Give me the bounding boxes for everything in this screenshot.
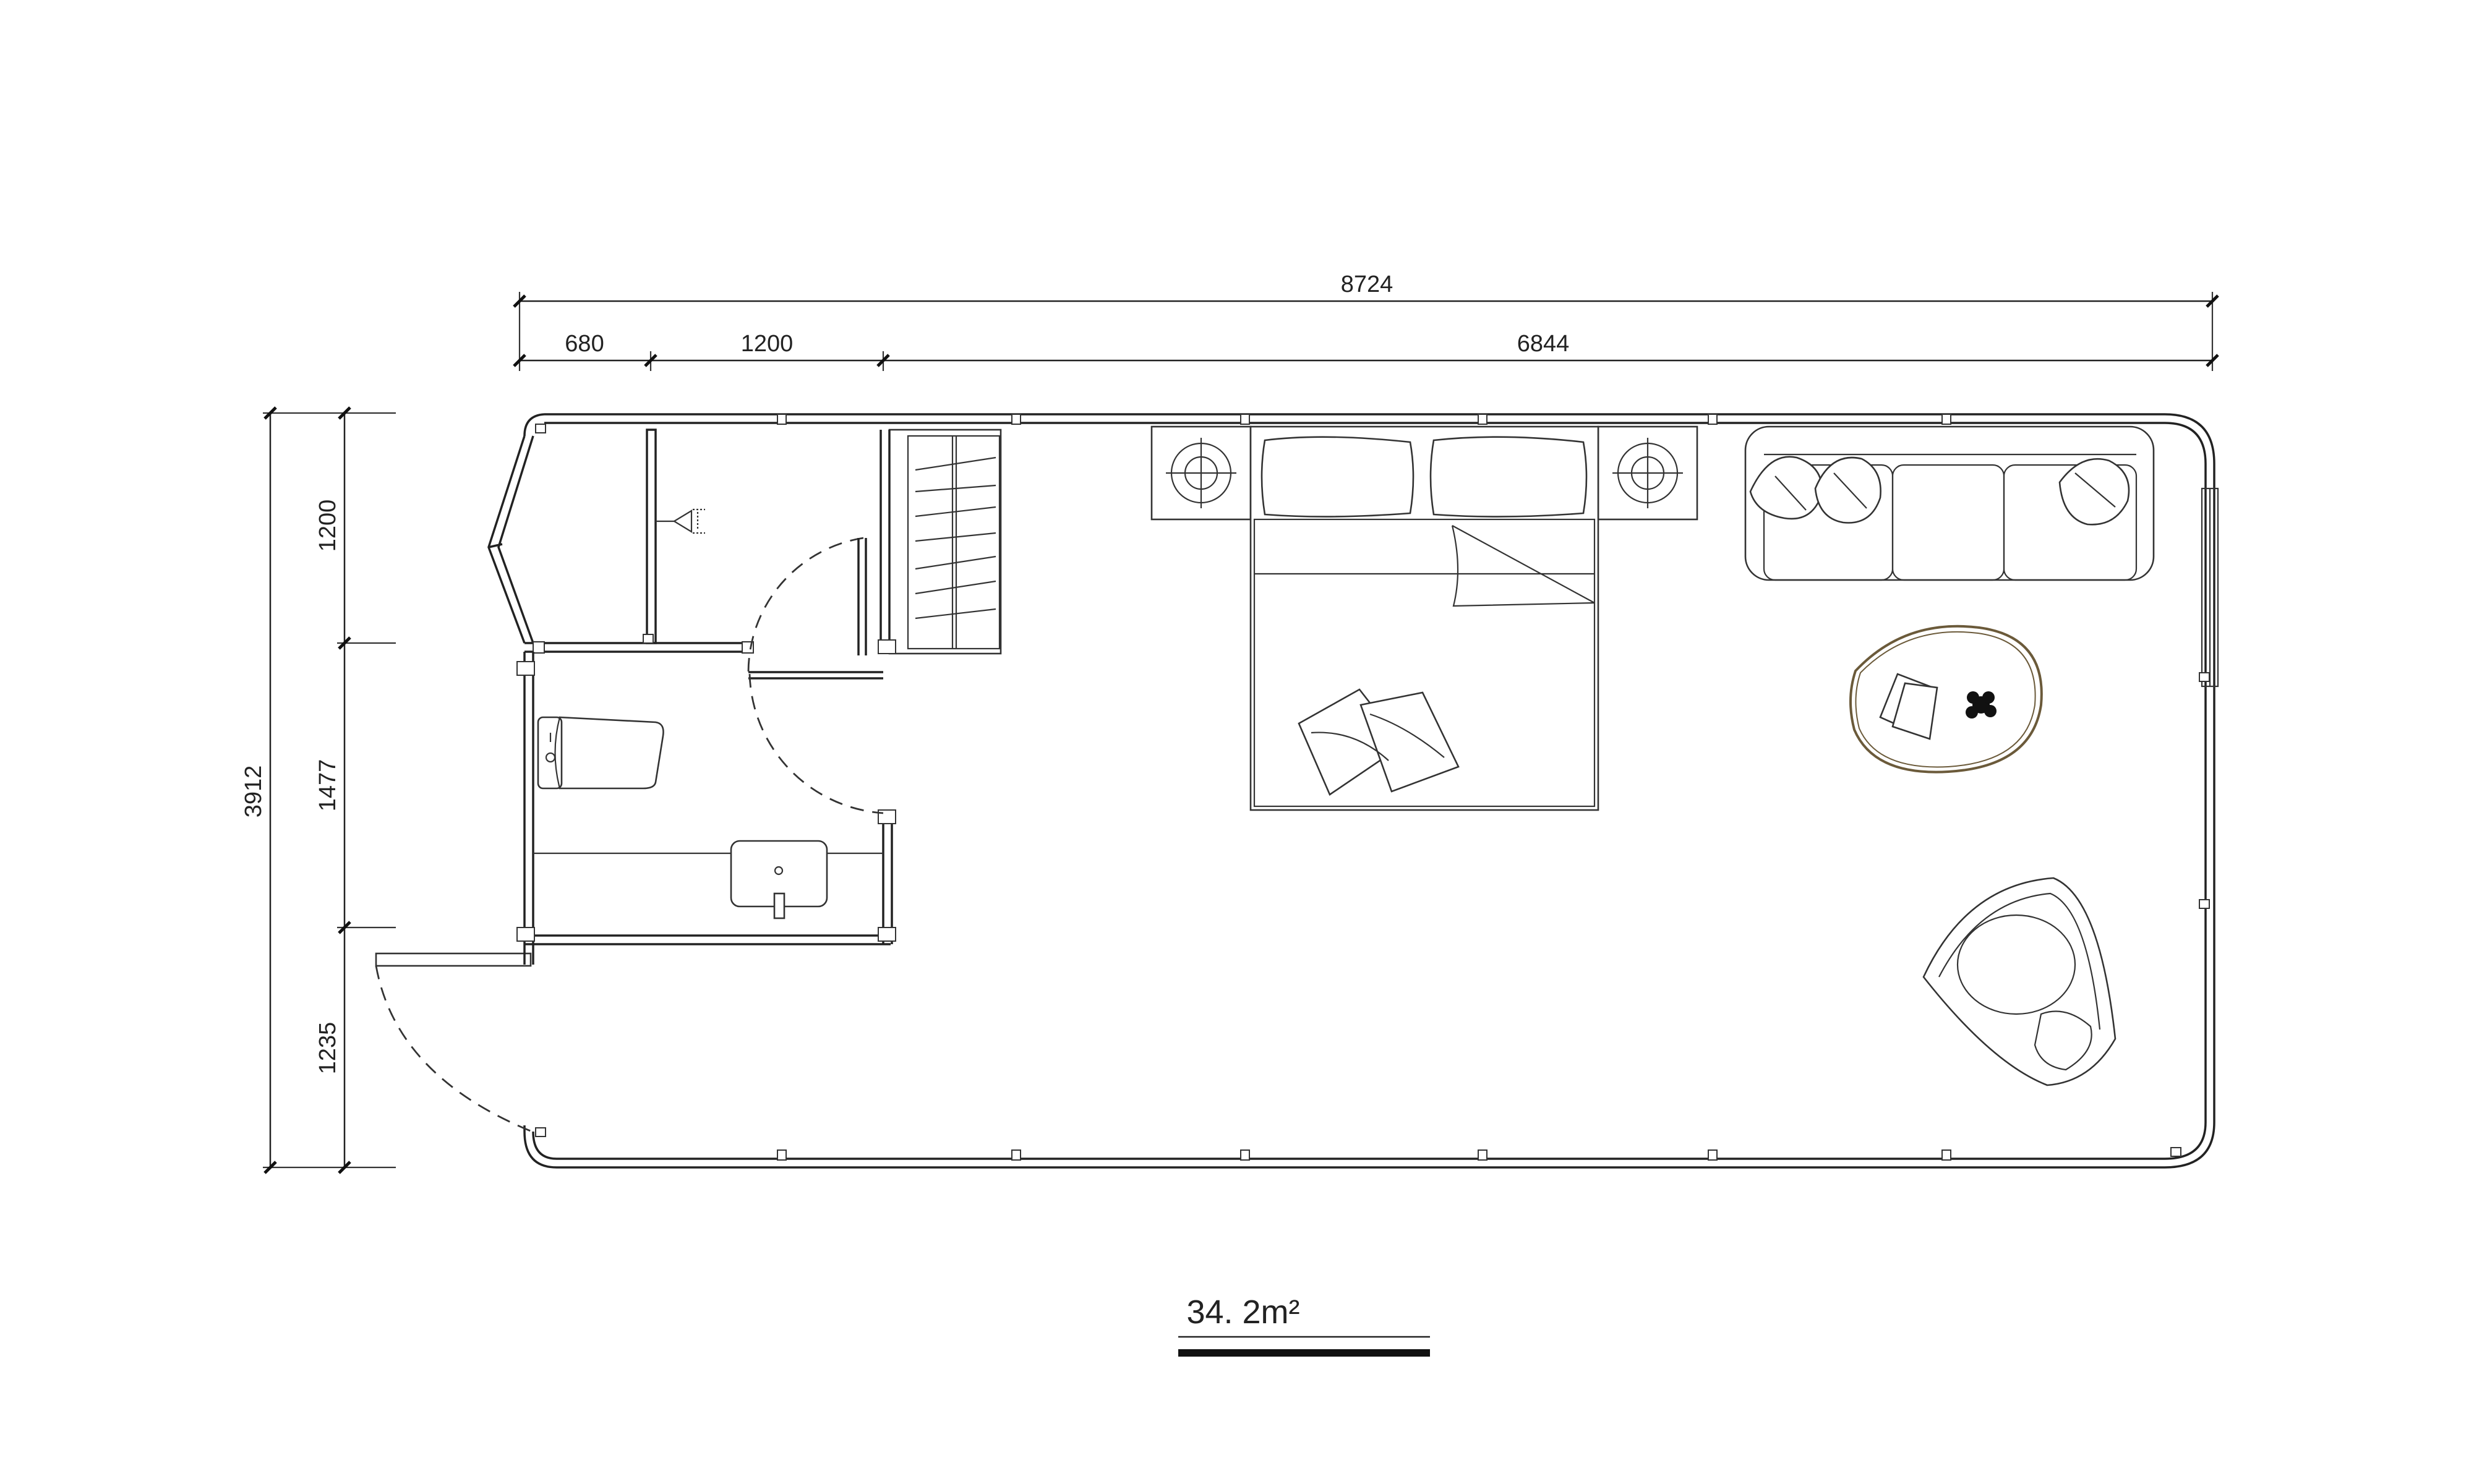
shower-room	[524, 429, 754, 654]
overall-depth-label: 3912	[241, 765, 267, 818]
sofa	[1744, 425, 2155, 581]
toilet-icon	[537, 716, 664, 790]
dimension-left-overall: 3912	[241, 406, 396, 1174]
shower-head-icon	[656, 508, 705, 534]
entrance-door	[375, 945, 534, 1133]
segment-3-label: 6844	[1517, 331, 1570, 357]
overall-width-label: 8724	[1341, 271, 1393, 297]
plant-icon	[1966, 691, 1997, 719]
nightstand-right	[1597, 425, 1698, 521]
depth-1-label: 1200	[315, 500, 341, 552]
shower-door	[747, 537, 867, 675]
entry-angled-wall	[487, 435, 534, 644]
depth-2-label: 1477	[315, 759, 341, 812]
exterior-walls	[523, 413, 2215, 1169]
segment-2-label: 1200	[741, 331, 794, 357]
area-label: 34. 2m²	[1186, 1294, 1299, 1331]
area-label-group: 34. 2m²	[1178, 1294, 1430, 1357]
coffee-table	[1849, 625, 2043, 774]
scale-bar	[1178, 1349, 1430, 1357]
wardrobe	[878, 429, 1002, 655]
bathroom-door	[748, 673, 884, 814]
double-bed	[1249, 425, 1599, 811]
bathroom-walls	[516, 652, 896, 945]
nightstand-left	[1150, 425, 1252, 521]
dimension-top-segments: 680 1200 6844	[513, 331, 2219, 371]
window-right	[2201, 487, 2219, 688]
dimension-top-overall: 8724	[513, 271, 2219, 371]
lounge-chair	[1922, 877, 2117, 1086]
dimension-left-segments: 1200 1477 1235	[315, 406, 396, 1174]
depth-3-label: 1235	[315, 1022, 341, 1075]
vanity-counter	[533, 840, 883, 919]
segment-1-label: 680	[565, 331, 604, 357]
wall-connectors	[535, 414, 2210, 1161]
